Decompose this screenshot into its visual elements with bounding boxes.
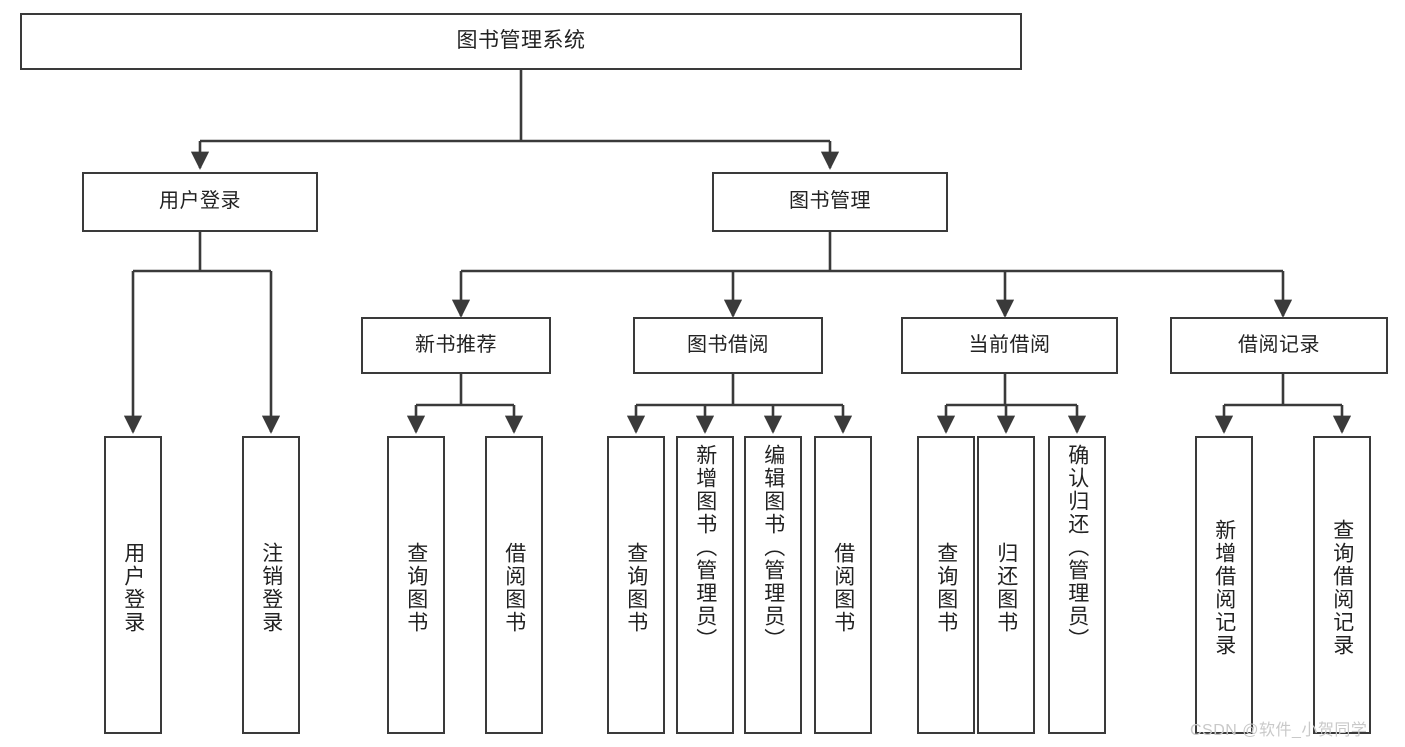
node-current-borrow[interactable]: 当前借阅 <box>901 317 1118 374</box>
leaf-add-book[interactable]: 新增图书（管理员） <box>676 436 734 734</box>
leaf-confirm-return[interactable]: 确认归还（管理员） <box>1048 436 1106 734</box>
leaf-query-book-1[interactable]: 查询图书 <box>387 436 445 734</box>
node-root-label: 图书管理系统 <box>456 29 586 53</box>
leaf-user-login-label: 用户登录 <box>121 542 145 634</box>
node-new-book-recommend-label: 新书推荐 <box>415 333 497 356</box>
leaf-borrow-book-2-label: 借阅图书 <box>831 542 855 634</box>
node-book-borrow-label: 图书借阅 <box>687 333 769 356</box>
leaf-borrow-book-2[interactable]: 借阅图书 <box>814 436 872 734</box>
leaf-logout-label: 注销登录 <box>259 542 283 634</box>
leaf-query-book-3[interactable]: 查询图书 <box>917 436 975 734</box>
node-current-borrow-label: 当前借阅 <box>968 333 1051 356</box>
leaf-user-login[interactable]: 用户登录 <box>104 436 162 734</box>
leaf-borrow-book-1[interactable]: 借阅图书 <box>485 436 543 734</box>
leaf-add-record-label: 新增借阅记录 <box>1212 519 1236 657</box>
leaf-query-book-2-label: 查询图书 <box>624 542 648 634</box>
node-user-login[interactable]: 用户登录 <box>82 172 318 232</box>
node-root[interactable]: 图书管理系统 <box>20 13 1022 70</box>
leaf-add-record[interactable]: 新增借阅记录 <box>1195 436 1253 734</box>
node-book-manage-label: 图书管理 <box>789 190 871 213</box>
node-borrow-record[interactable]: 借阅记录 <box>1170 317 1388 374</box>
leaf-borrow-book-1-label: 借阅图书 <box>502 542 526 634</box>
csdn-watermark: CSDN @软件_小贺同学 <box>1190 722 1368 739</box>
leaf-query-book-3-label: 查询图书 <box>934 542 958 634</box>
node-book-borrow[interactable]: 图书借阅 <box>633 317 823 374</box>
node-book-manage[interactable]: 图书管理 <box>712 172 948 232</box>
leaf-confirm-return-label: 确认归还（管理员） <box>1065 444 1089 651</box>
leaf-query-book-2[interactable]: 查询图书 <box>607 436 665 734</box>
node-new-book-recommend[interactable]: 新书推荐 <box>361 317 551 374</box>
leaf-query-record-label: 查询借阅记录 <box>1330 519 1354 657</box>
node-user-login-label: 用户登录 <box>159 190 241 213</box>
leaf-return-book[interactable]: 归还图书 <box>977 436 1035 734</box>
leaf-query-record[interactable]: 查询借阅记录 <box>1313 436 1371 734</box>
leaf-return-book-label: 归还图书 <box>994 542 1018 634</box>
leaf-logout[interactable]: 注销登录 <box>242 436 300 734</box>
leaf-edit-book[interactable]: 编辑图书（管理员） <box>744 436 802 734</box>
leaf-edit-book-label: 编辑图书（管理员） <box>761 444 785 651</box>
node-borrow-record-label: 借阅记录 <box>1238 333 1320 356</box>
leaf-add-book-label: 新增图书（管理员） <box>693 444 717 651</box>
leaf-query-book-1-label: 查询图书 <box>404 542 428 634</box>
